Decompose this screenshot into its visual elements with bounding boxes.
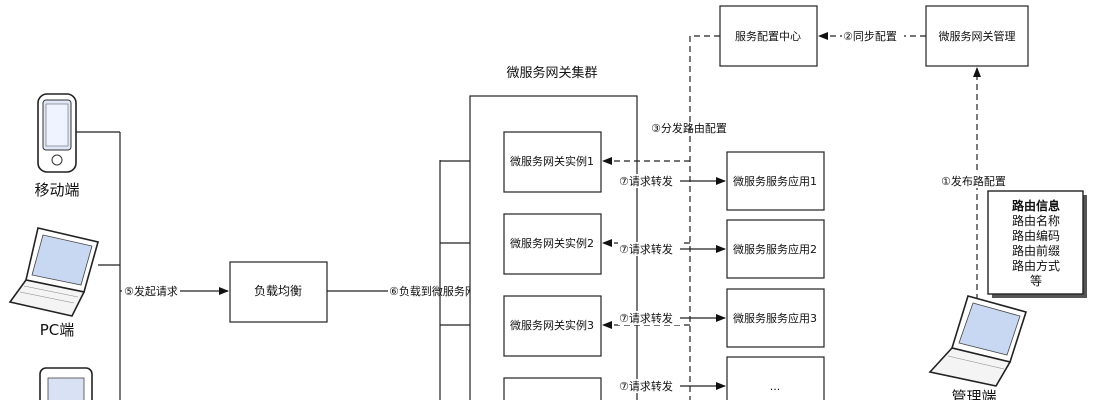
service-app-2-label: 微服务服务应用2 [733,242,817,256]
publish-route-label: ①发布路配置 [941,174,1006,188]
service-app-more-label: ... [770,380,781,393]
route-info-line: 路由名称 [1012,213,1060,228]
route-info-line: 路由方式 [1012,258,1060,273]
config-center-label: 服务配置中心 [735,30,801,43]
service-app-more-box [726,356,825,400]
gateway-admin-label: 微服务网关管理 [939,29,1016,43]
admin-laptop-icon [928,295,1028,387]
service-app-2-box [726,219,825,279]
forward-label-4: ⑦请求转发 [619,379,673,393]
gateway-instance-more-box [503,377,602,400]
gateway-instance-1-label: 微服务网关实例1 [510,154,594,168]
mobile-device-icon [37,93,77,173]
config-center-box [719,5,818,67]
gateway-instance-1-box [503,131,602,193]
distribute-route-label: ③分发路由配置 [651,121,727,135]
forward-label-2: ⑦请求转发 [619,242,673,256]
gateway-admin-box [925,5,1029,67]
gateway-instance-2-label: 微服务网关实例2 [510,236,594,250]
gateway-instance-3-box [503,295,602,357]
initiate-request-label: ⑤发起请求 [124,284,178,298]
route-info-line: 路由前缀 [1012,243,1060,258]
lb-to-gateway-label: ⑥负载到微服务网关 [389,284,487,298]
route-info-box [987,190,1084,295]
route-info-title: 路由信息 [1012,198,1060,213]
admin-label: 管理端 [951,388,996,400]
sync-config-label: ②同步配置 [843,30,897,43]
service-app-1-label: 微服务服务应用1 [733,174,817,188]
cluster-title: 微服务网关集群 [506,65,597,81]
forward-label-3: ⑦请求转发 [619,311,673,325]
service-app-1-box [726,151,825,211]
route-info-line: 路由编码 [1012,228,1060,243]
mobile-label: 移动端 [34,181,79,199]
forward-label-1: ⑦请求转发 [619,174,673,188]
tablet-device-icon [39,367,93,400]
route-info-line: 等 [1030,274,1042,288]
laptop-icon [8,227,99,317]
load-balancer-label: 负载均衡 [254,284,302,298]
pc-label: PC端 [40,321,75,339]
service-app-3-box [726,288,825,348]
service-app-3-label: 微服务服务应用3 [733,311,817,325]
gateway-instance-3-label: 微服务网关实例3 [510,318,594,332]
gateway-instance-2-box [503,213,602,275]
load-balancer-box [229,261,328,323]
